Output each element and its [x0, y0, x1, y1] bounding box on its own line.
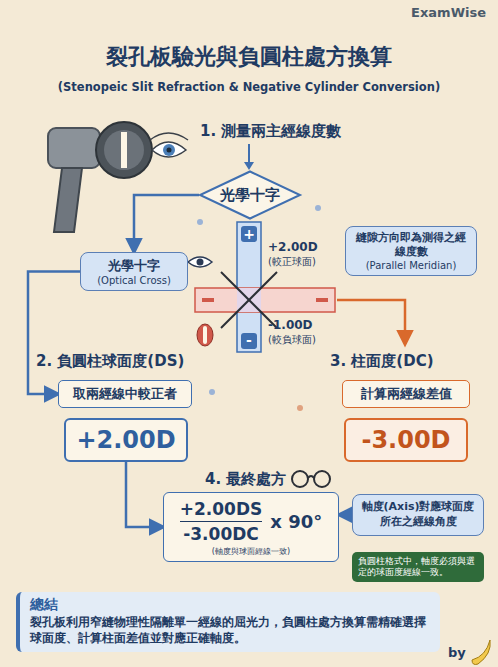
- node-heading: 計算兩經線差值: [347, 385, 465, 403]
- connector: [28, 272, 80, 395]
- connector: [134, 195, 199, 252]
- meridian-power: +2.00D: [268, 240, 318, 254]
- minus-sign: -: [241, 333, 257, 349]
- node-text: x 90°: [270, 511, 322, 532]
- node-heading: 軸度(Axis)對應球面度所在之經線角度: [359, 500, 477, 530]
- subtitle: (Stenopeic Slit Refraction & Negative Cy…: [0, 80, 498, 94]
- connector: [339, 514, 352, 517]
- title: 裂孔板驗光與負圓柱處方換算: [0, 42, 498, 72]
- process-box: 計算兩經線差值: [342, 380, 470, 408]
- node-text: 裂孔板利用窄縫物理性隔離單一經線的屈光力，負圓柱處方換算需精確選擇球面度、計算柱…: [30, 614, 430, 646]
- prescription-box: +2.00DS-3.00DC x 90° (軸度與球面經線一致): [163, 492, 339, 562]
- connector: [126, 462, 163, 527]
- node-heading: 總結: [30, 596, 430, 614]
- meridian-note: (較負球面): [268, 333, 316, 347]
- node-heading: -3.00D: [350, 426, 462, 454]
- node-heading: 光學十字: [85, 257, 183, 275]
- meridian-note: (較正球面): [268, 255, 316, 269]
- node-heading: 取兩經線中較正者: [63, 385, 187, 403]
- brand-mark: ExamWise: [411, 5, 486, 20]
- step-heading: 3. 柱面度(DC): [330, 352, 434, 371]
- node-text: (Optical Cross): [85, 275, 183, 286]
- result-box: +2.00D: [64, 418, 188, 462]
- step-heading: 2. 負圓柱球面度(DS): [36, 352, 184, 371]
- note-box: 負圓柱格式中，軸度必須與選定的球面度經線一致。: [352, 552, 484, 582]
- node-heading: 縫隙方向即為測得之經線度數: [352, 231, 470, 260]
- meridian-power: -1.00D: [268, 318, 313, 332]
- decision-diamond: 光學十字: [199, 171, 301, 219]
- step-heading: 1. 測量兩主經線度數: [200, 122, 341, 141]
- plus-sign: +: [241, 226, 257, 242]
- step-heading: 4. 最終處方: [205, 470, 286, 489]
- node-heading: +2.00DS: [180, 499, 263, 522]
- node-heading: 光學十字: [220, 186, 280, 205]
- callout-box: 軸度(Axis)對應球面度所在之經線角度: [352, 494, 484, 536]
- result-box: -3.00D: [344, 418, 468, 462]
- callout-box: 縫隙方向即為測得之經線度數(Parallel Meridian): [345, 226, 477, 276]
- author-mark: by: [448, 645, 466, 660]
- node-heading: 負圓柱格式中，軸度必須與選定的球面度經線一致。: [358, 556, 478, 578]
- node-heading: +2.00D: [70, 426, 182, 454]
- node-text: (Parallel Meridian): [352, 260, 470, 271]
- process-box: 取兩經線中較正者: [58, 380, 192, 408]
- concept-box: 光學十字(Optical Cross): [80, 252, 188, 291]
- node-text: -3.00DC: [180, 522, 263, 544]
- summary-box: 總結裂孔板利用窄縫物理性隔離單一經線的屈光力，負圓柱處方換算需精確選擇球面度、計…: [16, 592, 440, 652]
- node-text: (軸度與球面經線一致): [180, 544, 322, 557]
